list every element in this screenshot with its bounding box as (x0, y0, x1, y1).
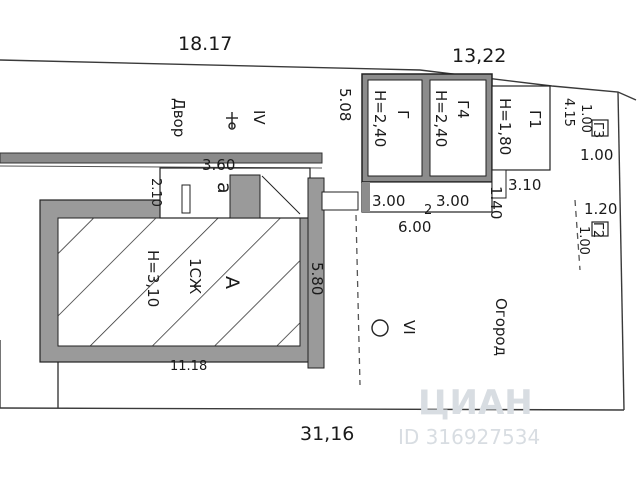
dim-2-10: 2.10 (148, 178, 163, 207)
dim-3-00-a: 3.00 (372, 192, 405, 210)
watermark: ЦИАН ID 316927534 (398, 383, 540, 449)
annex-diagonal (261, 175, 301, 215)
cross-mark-icon (226, 112, 238, 130)
annex-wall-segment (229, 174, 261, 219)
annex-door (181, 184, 191, 214)
watermark-brand: ЦИАН (418, 383, 533, 423)
lower-block-wall-left (362, 182, 370, 212)
label-vi: VI (400, 320, 418, 335)
horizontal-dimensions: 18.17 13,22 31,16 3.60 11.18 3.00 3.00 2… (170, 33, 617, 445)
symbols (226, 112, 389, 337)
dim-5-08: 5.08 (336, 88, 354, 121)
dashed-line-center (355, 214, 361, 386)
dim-top-left: 18.17 (178, 33, 232, 55)
dim-1-00-c: 1.00 (576, 226, 591, 255)
dim-4-15: 4.15 (561, 98, 576, 127)
dim-1-40: 1.40 (487, 186, 505, 219)
right-wall-bar (307, 177, 325, 369)
house-a (39, 199, 311, 363)
outbuilding-g1 (491, 85, 551, 199)
label-dvor: Двор (170, 98, 188, 137)
outbuildings-g-g4 (361, 73, 493, 213)
dim-6-00: 6.00 (398, 218, 431, 236)
dim-5-80: 5.80 (308, 262, 326, 295)
label-house-material: 1СЖ (186, 258, 204, 294)
connector-block (321, 191, 359, 211)
fence-strip (0, 152, 323, 169)
dim-11-18: 11.18 (170, 359, 207, 374)
dim-1-00-b: 1.00 (578, 104, 593, 133)
house-hatching (58, 218, 300, 346)
plot-right-edge (617, 91, 625, 411)
label-g2: Г2 (590, 222, 605, 238)
label-g4-letter: Г4 (454, 100, 472, 119)
label-iv: IV (250, 110, 268, 125)
label-g3: Г3 (590, 122, 605, 138)
label-g1-height: Н=1,80 (496, 98, 514, 155)
label-house-height: Н=3,10 (144, 250, 162, 307)
label-g-height: Н=2,40 (371, 90, 389, 147)
dashed-lines (355, 199, 581, 386)
plot-top-edge (0, 59, 637, 101)
label-annex-letter: а (213, 182, 235, 194)
dim-3-10: 3.10 (508, 176, 541, 194)
outbuilding-g4 (429, 79, 487, 177)
label-g-letter: Г (394, 110, 412, 119)
g1-lower-step (491, 169, 507, 199)
dashed-line-right (574, 199, 581, 271)
structure-g3 (591, 119, 609, 137)
dim-1-00-a: 1.00 (580, 146, 613, 164)
plot-bottom-edge (0, 407, 625, 411)
dim-bottom: 31,16 (300, 423, 354, 445)
structure-g2 (591, 221, 609, 237)
rotated-dimensions: 5.08 2.10 5.80 1.40 4.15 1.00 1.00 (148, 88, 593, 295)
dim-2: 2 (424, 203, 432, 218)
dim-1-20: 1.20 (584, 200, 617, 218)
annex-a (159, 167, 311, 219)
outbuilding-g (367, 79, 423, 177)
dim-3-60: 3.60 (202, 156, 235, 174)
g1-outline (491, 85, 551, 171)
label-g4-height: Н=2,40 (432, 90, 450, 147)
label-ogorod: Огород (492, 298, 510, 356)
label-house-letter: А (221, 276, 243, 289)
dim-top-right: 13,22 (452, 45, 506, 67)
watermark-id: ID 316927534 (398, 425, 540, 449)
small-structures (591, 119, 609, 237)
outbuilding-lower-block (361, 181, 493, 213)
label-g1-letter: Г1 (526, 110, 544, 129)
well-circle-icon (371, 319, 389, 337)
plot-boundary (0, 59, 637, 411)
fence-bar (0, 152, 323, 164)
dim-3-00-b: 3.00 (436, 192, 469, 210)
house-right-wall (307, 177, 359, 369)
building-labels: Двор IV Огород VI А 1СЖ Н=3,10 а Г Н=2,4… (144, 90, 605, 356)
